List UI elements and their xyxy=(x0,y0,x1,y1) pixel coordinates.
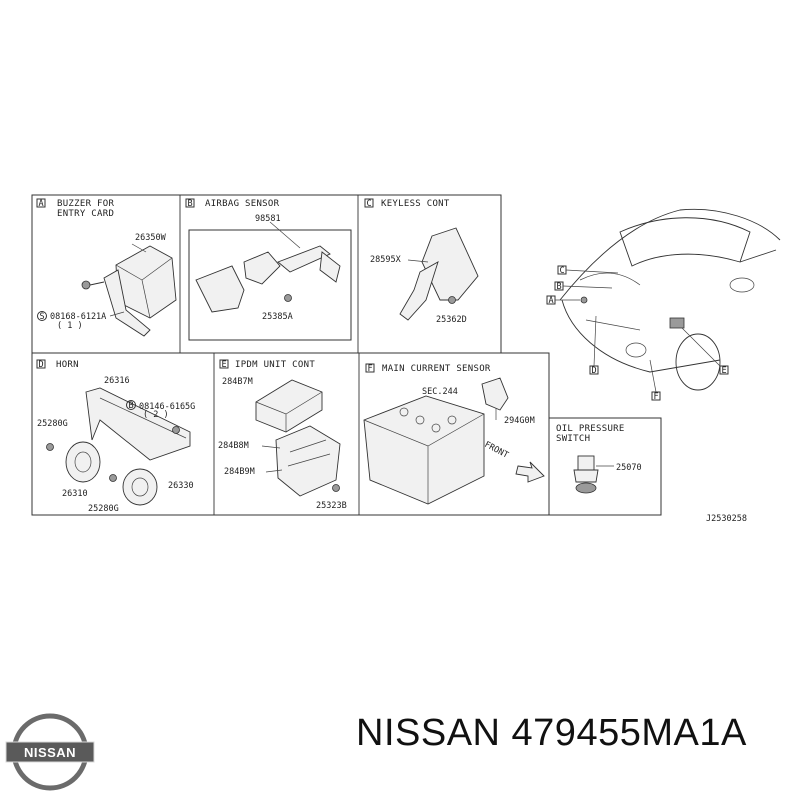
part-label-26310: 26310 xyxy=(62,489,88,499)
screw-icon xyxy=(81,280,91,290)
screw-type-symbol-b: B xyxy=(128,401,133,411)
part-number-caption: NISSAN 479455MA1A xyxy=(356,712,747,754)
bolt-icon xyxy=(172,426,180,434)
current-sensor-unit xyxy=(481,377,509,411)
panel-a-title-line2: ENTRY CARD xyxy=(57,209,114,219)
bolt-icon xyxy=(284,294,292,302)
panel-b-airbag: B AIRBAG SENSOR 98581 25385A xyxy=(185,198,352,341)
front-arrow-icon xyxy=(515,461,545,483)
part-label-25070: 25070 xyxy=(616,463,642,473)
horn-bracket xyxy=(85,387,191,461)
panel-c-letter: C xyxy=(366,199,371,209)
callout-a: A xyxy=(548,296,553,306)
car-overview xyxy=(559,208,781,391)
car-callouts: C B A D E F xyxy=(546,265,729,402)
panel-b-title: AIRBAG SENSOR xyxy=(205,199,280,209)
panel-g-oil-switch: OIL PRESSURE SWITCH 25070 xyxy=(556,424,642,494)
panel-g-title-line2: SWITCH xyxy=(556,434,590,444)
panel-frames xyxy=(31,194,662,516)
panel-g-title-line1: OIL PRESSURE xyxy=(556,424,625,434)
diagram-reference-code: J2530258 xyxy=(706,514,747,524)
part-label-25323b: 25323B xyxy=(316,501,347,511)
bolt-icon xyxy=(448,296,456,304)
panel-c-keyless: C KEYLESS CONT 28595X 25362D xyxy=(364,198,479,325)
airbag-sensor-unit xyxy=(243,251,281,285)
screw-type-symbol-s: S xyxy=(39,312,44,322)
bolt-icon xyxy=(332,484,340,492)
panel-a-buzzer: A BUZZER FOR ENTRY CARD 26350W S 08168-6… xyxy=(36,198,177,337)
part-label-284b8m: 284B8M xyxy=(218,441,249,451)
part-label-25385a: 25385A xyxy=(262,312,293,322)
buzzer-bracket xyxy=(103,269,151,337)
panel-e-ipdm: E IPDM UNIT CONT 284B7M 284B8M 284B9M 25… xyxy=(218,359,347,511)
panel-d-letter: D xyxy=(38,360,43,370)
part-label-284b7m: 284B7M xyxy=(222,377,253,387)
ipdm-unit xyxy=(275,425,341,497)
front-direction-label: FRONT xyxy=(483,440,510,461)
oil-switch-thread xyxy=(575,482,597,494)
panel-e-letter: E xyxy=(221,360,226,370)
ipdm-cover xyxy=(255,379,323,433)
nissan-logo-icon: NISSAN xyxy=(5,713,95,791)
horn-high-tone xyxy=(122,468,158,506)
panel-e-title: IPDM UNIT CONT xyxy=(235,360,315,370)
part-label-26316: 26316 xyxy=(104,376,130,386)
callout-f: F xyxy=(653,392,658,402)
part-label-26350w: 26350W xyxy=(135,233,167,243)
airbag-sensor-bracket xyxy=(195,265,245,313)
part-label-25362d: 25362D xyxy=(436,315,467,325)
callout-b: B xyxy=(556,282,561,292)
part-label-sec244: SEC.244 xyxy=(422,387,458,397)
part-label-08146-6165g: 08146-6165G xyxy=(139,402,195,412)
oil-switch-body xyxy=(577,455,595,471)
part-label-08168-6121a: 08168-6121A xyxy=(50,312,106,322)
part-label-98581: 98581 xyxy=(255,214,281,224)
horn-low-tone xyxy=(65,441,101,483)
panel-d-horn: D HORN 26316 B 08146-6165G ( 2 ) 25280G … xyxy=(36,359,195,514)
part-label-294g0m: 294G0M xyxy=(504,416,535,426)
part-label-284b9m: 284B9M xyxy=(224,467,255,477)
callout-e: E xyxy=(721,366,726,376)
part-label-28595x: 28595X xyxy=(370,255,402,265)
bolt-icon xyxy=(109,474,117,482)
callout-d: D xyxy=(591,366,596,376)
part-label-25280g-upper: 25280G xyxy=(37,419,68,429)
part-qty-d: ( 2 ) xyxy=(143,410,169,420)
bolt-icon xyxy=(46,443,54,451)
panel-a-title-line1: BUZZER FOR xyxy=(57,199,114,209)
panel-f-title: MAIN CURRENT SENSOR xyxy=(382,364,491,374)
panel-a-letter: A xyxy=(38,199,43,209)
panel-c-title: KEYLESS CONT xyxy=(381,199,450,209)
logo-text: NISSAN xyxy=(24,745,76,760)
battery xyxy=(363,395,485,505)
part-label-25280g-lower: 25280G xyxy=(88,504,119,514)
part-qty-a: ( 1 ) xyxy=(57,321,83,331)
panel-f-current-sensor: F MAIN CURRENT SENSOR SEC.244 294G0M FRO… xyxy=(363,363,545,505)
part-label-26330: 26330 xyxy=(168,481,194,491)
panel-f-letter: F xyxy=(367,364,372,374)
keyless-control-unit xyxy=(421,227,479,301)
keyless-bracket xyxy=(399,261,439,321)
callout-c: C xyxy=(559,266,564,276)
panel-b-letter: B xyxy=(187,199,192,209)
panel-d-title: HORN xyxy=(56,360,79,370)
airbag-sensor-arm xyxy=(277,245,331,273)
